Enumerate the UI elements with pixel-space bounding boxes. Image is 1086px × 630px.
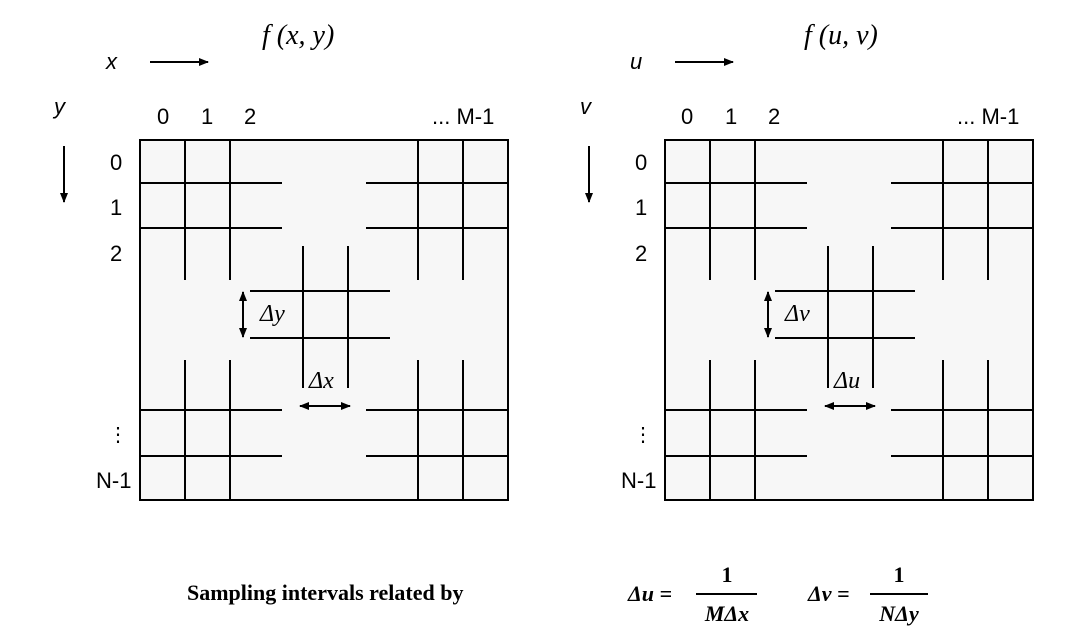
eq2-numerator: 1 (894, 562, 905, 587)
eq2-lhs: Δv = (807, 581, 850, 606)
left-v-axis-label: y (52, 94, 67, 119)
right-row-label: 2 (635, 241, 647, 266)
eq2-denominator: NΔy (878, 601, 919, 626)
left-title: f (x, y) (262, 20, 334, 51)
right-h-axis-label: u (630, 49, 642, 74)
right-v-axis-label: v (580, 94, 593, 119)
eq1-numerator: 1 (722, 562, 733, 587)
left-row-label: 2 (110, 241, 122, 266)
left-delta-v-label: Δy (259, 301, 285, 327)
left-row-label: ⋮ (108, 424, 128, 446)
left-row-label: 1 (110, 195, 122, 220)
right-row-label: 1 (635, 195, 647, 220)
left-col-label: 1 (201, 104, 213, 129)
caption: Sampling intervals related by Δu = 1 MΔx… (187, 562, 928, 626)
right-col-label: 1 (725, 104, 737, 129)
left-col-label: 0 (157, 104, 169, 129)
caption-text: Sampling intervals related by (187, 580, 463, 605)
left-panel: f (x, y) x y 0 1 2 ... M-1 0 1 2 ⋮ N-1 (52, 20, 509, 501)
right-col-label: ... M-1 (957, 104, 1019, 129)
right-panel: f (u, v) u v 0 1 2 ... M-1 0 1 2 ⋮ N-1 (580, 20, 1034, 501)
left-row-label: N-1 (96, 468, 131, 493)
right-grid-lines (665, 140, 1033, 500)
right-delta-h-label: Δu (833, 368, 860, 394)
left-h-axis-label: x (105, 49, 118, 74)
eq1-lhs: Δu = (627, 581, 672, 606)
right-delta-v-label: Δv (784, 301, 810, 327)
left-row-label: 0 (110, 150, 122, 175)
right-grid-box (664, 139, 1034, 501)
left-col-label: ... M-1 (432, 104, 494, 129)
eq1-denominator: MΔx (704, 601, 749, 626)
right-row-label: 0 (635, 150, 647, 175)
left-grid-box (139, 139, 509, 501)
left-col-label: 2 (244, 104, 256, 129)
right-col-label: 0 (681, 104, 693, 129)
right-row-label: ⋮ (633, 424, 653, 446)
right-col-label: 2 (768, 104, 780, 129)
right-title: f (u, v) (804, 20, 878, 51)
left-delta-h-label: Δx (308, 368, 334, 394)
right-row-label: N-1 (621, 468, 656, 493)
left-grid-lines (140, 140, 508, 500)
